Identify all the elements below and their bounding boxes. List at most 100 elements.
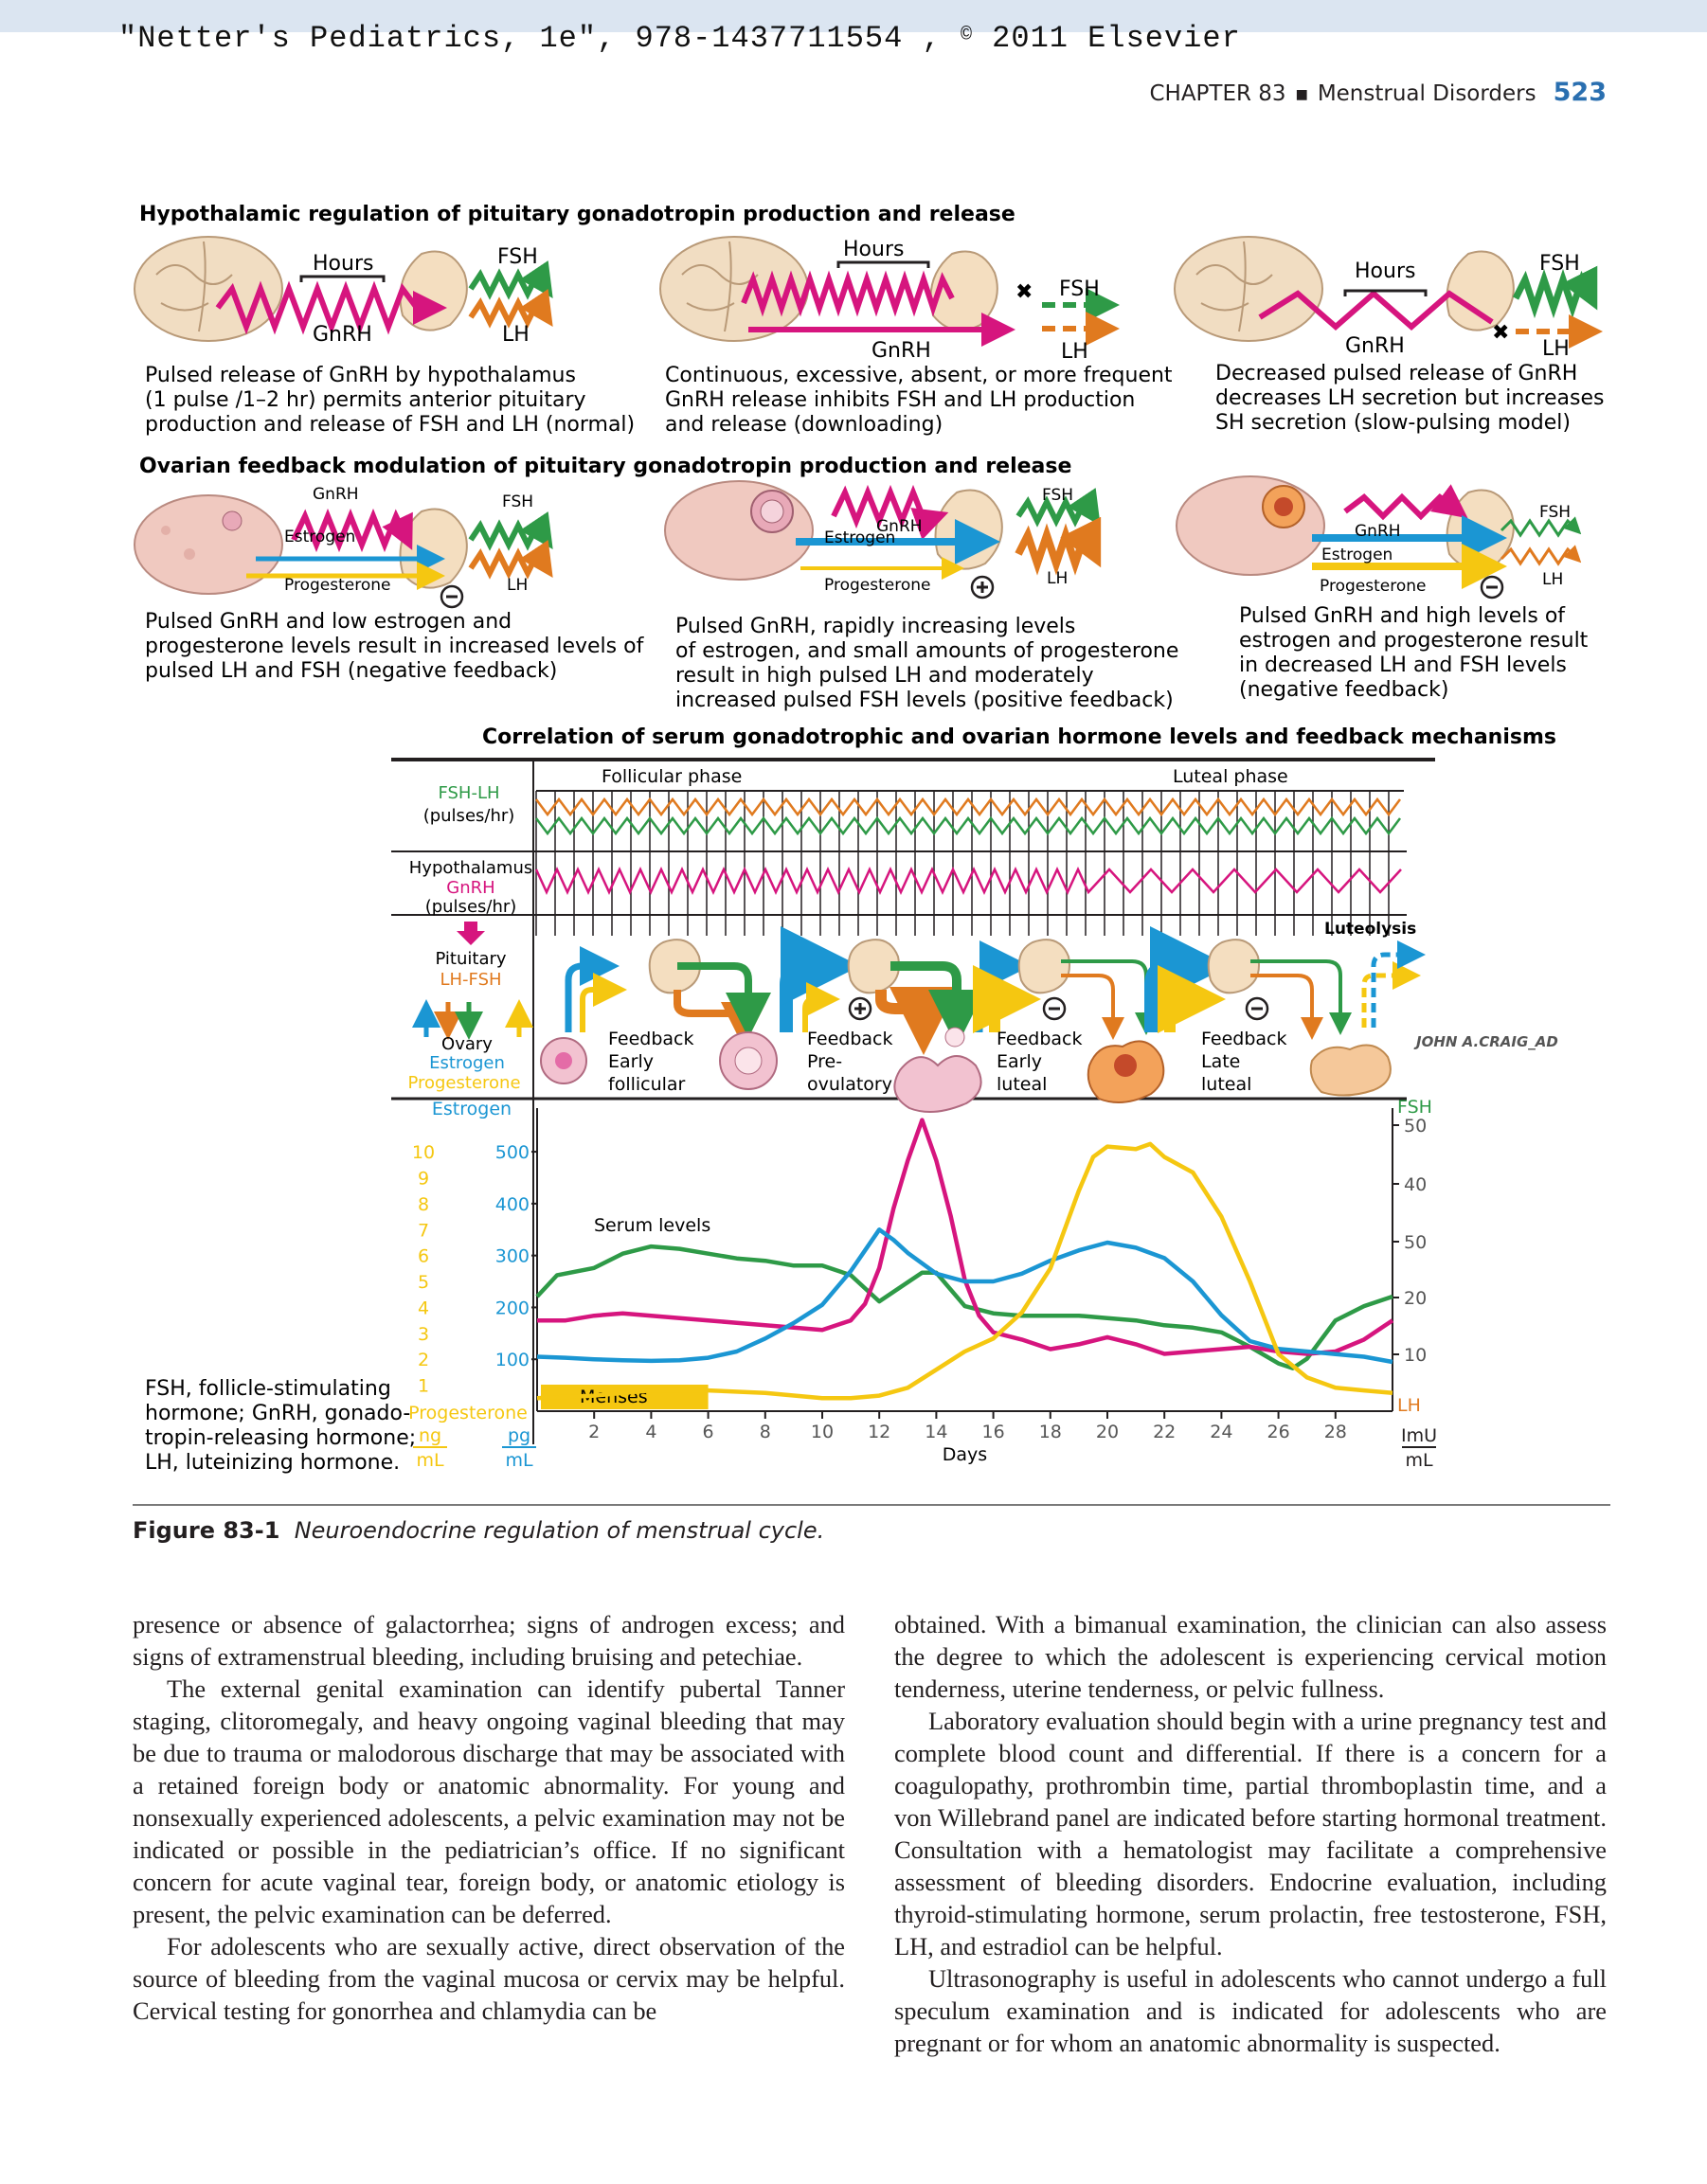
pituitary-illustration — [929, 250, 998, 331]
pituitary-illustration — [648, 939, 701, 994]
estrogen-axis-label: Estrogen — [432, 1099, 512, 1119]
estrogen-tick-label: 300 — [495, 1246, 530, 1267]
hypothalamus-row-label: Hypothalamus — [409, 858, 532, 878]
figure-caption-text: Neuroendocrine regulation of menstrual c… — [294, 1517, 825, 1544]
feedback-stage-label: Early — [608, 1051, 654, 1072]
lh-arrow — [468, 540, 553, 580]
x-tick-label: 14 — [925, 1422, 947, 1442]
panel-text-line: GnRH release inhibits FSH and LH product… — [665, 388, 1135, 412]
luteal-phase-label: Luteal phase — [1173, 766, 1288, 787]
pituitary-illustration — [1446, 250, 1515, 331]
regressing-corpus-luteum-illustration — [1309, 1044, 1392, 1097]
progesterone-tick-label: 6 — [418, 1246, 429, 1267]
progesterone-label: Progesterone — [1320, 577, 1426, 596]
x-tick-label: 22 — [1153, 1422, 1176, 1442]
estrogen-series-line — [536, 1227, 1393, 1365]
fsh-label: FSH — [1539, 503, 1571, 522]
top-banner — [0, 0, 1707, 32]
x-tick-label: 12 — [868, 1422, 890, 1442]
pituitary-illustration — [1017, 939, 1070, 994]
serum-levels-annotation: Serum levels — [594, 1215, 710, 1236]
panel-text-line: result in high pulsed LH and moderately — [675, 664, 1094, 688]
ovarian-panel-3: GnRH Estrogen Progesterone FSH LH Pulsed… — [1176, 475, 1589, 702]
gnrh-label: GnRH — [313, 485, 359, 504]
pituitary-illustration — [934, 489, 1003, 570]
estrogen-unit-numerator: pg — [508, 1425, 530, 1446]
estrogen-tick-label: 400 — [495, 1194, 530, 1215]
x-tick-label: 16 — [982, 1422, 1005, 1442]
inhibition-x-icon: ✖ — [1492, 321, 1509, 345]
panel-text-line: Pulsed GnRH and low estrogen and — [145, 610, 512, 634]
ovulating-follicle-illustration — [893, 1055, 982, 1113]
luteolysis-label: Luteolysis — [1324, 920, 1416, 939]
ovarian-section-title: Ovarian feedback modulation of pituitary… — [139, 455, 1071, 478]
feedback-stage-early-luteal: Feedback Early luteal — [973, 939, 1165, 1103]
body-paragraph: Ultrasonography is useful in adolescents… — [894, 1964, 1607, 2057]
fsh-series-line — [535, 1244, 1393, 1370]
feedback-stage-label: Late — [1201, 1051, 1240, 1072]
right-tick-label: 20 — [1404, 1288, 1427, 1309]
progesterone-tick-label: 9 — [418, 1168, 429, 1189]
fsh-increased-arrow — [1512, 265, 1598, 319]
ovary-illustration — [134, 494, 283, 595]
progesterone-label: Progesterone — [284, 576, 390, 595]
progesterone-tick-label: 7 — [418, 1220, 429, 1241]
figure-caption: Figure 83-1 Neuroendocrine regulation of… — [133, 1517, 824, 1544]
right-tick-label: 50 — [1404, 1232, 1427, 1253]
feedback-stage-label: luteal — [1201, 1074, 1251, 1095]
lh-decreased-arrow — [1500, 545, 1582, 566]
hours-label: Hours — [313, 252, 373, 276]
fsh-arrow — [468, 511, 553, 551]
x-tick-label: 10 — [811, 1422, 834, 1442]
gnrh-label: GnRH — [1355, 522, 1401, 541]
body-paragraph: presence or absence of galactorrhea; sig… — [133, 1610, 845, 1671]
feedback-stage-early-follicular: Feedback Early follicular — [540, 939, 778, 1095]
gnrh-arrow — [291, 508, 413, 553]
x-tick-label: 4 — [645, 1422, 656, 1442]
panel-text-line: (negative feedback) — [1239, 678, 1448, 702]
progesterone-series-line — [536, 1141, 1393, 1401]
panel-text-line: of estrogen, and small amounts of proges… — [675, 639, 1178, 663]
down-arrow-icon — [457, 922, 485, 945]
lh-label: LH — [1061, 340, 1088, 364]
feedback-stage-label: ovulatory — [807, 1074, 892, 1095]
gnrh-label: GnRH — [876, 517, 923, 536]
estrogen-label: Estrogen — [284, 528, 355, 546]
x-tick-label: 26 — [1267, 1422, 1290, 1442]
lh-axis-label: LH — [1397, 1395, 1421, 1416]
body-paragraph: obtained. With a bimanual examination, t… — [894, 1610, 1607, 1703]
figure-83-1: Hypothalamic regulation of pituitary gon… — [134, 203, 1604, 1475]
progesterone-tick-label: 1 — [418, 1376, 429, 1397]
hypothalamus-row-unit: (pulses/hr) — [425, 897, 517, 917]
panel-text-line: decreases LH secretion but increases — [1215, 386, 1604, 410]
feedback-stage-label: luteal — [997, 1074, 1047, 1095]
panel-text-line: Pulsed release of GnRH by hypothalamus — [145, 364, 576, 387]
panel-text-line: SH secretion (slow-pulsing model) — [1215, 411, 1571, 435]
bullet-square-icon: ■ — [1295, 86, 1308, 102]
panel-text-line: Decreased pulsed release of GnRH — [1215, 362, 1577, 385]
right-axis-unit-numerator: ImU — [1401, 1425, 1437, 1446]
pituitary-illustration — [1207, 939, 1260, 994]
lh-pulse-trace — [535, 797, 1401, 817]
progesterone-tick-label: 8 — [418, 1194, 429, 1215]
panel-text-line: pulsed LH and FSH (negative feedback) — [145, 659, 557, 683]
gnrh-arrow — [1343, 484, 1468, 521]
hours-label: Hours — [843, 238, 904, 261]
x-tick-label: 28 — [1324, 1422, 1347, 1442]
pituitary-illustration — [399, 250, 468, 331]
estrogen-tick-label: 200 — [495, 1298, 530, 1318]
lh-label: LH — [1047, 569, 1068, 588]
x-tick-label: 18 — [1039, 1422, 1062, 1442]
estrogen-row-label: Estrogen — [429, 1053, 505, 1073]
lh-arrow — [468, 289, 553, 329]
feedback-stage-preovulatory: Feedback Pre- ovulatory — [780, 926, 985, 1113]
lh-label: LH — [1542, 337, 1570, 361]
x-tick-label: 6 — [703, 1422, 714, 1442]
fsh-axis-label: FSH — [1397, 1097, 1432, 1118]
panel-text-line: in decreased LH and FSH levels — [1239, 653, 1567, 677]
feedback-label: Feedback — [997, 1029, 1082, 1049]
gnrh-label: GnRH — [871, 339, 931, 363]
gnrh-label: GnRH — [313, 323, 372, 347]
hypothalamic-panel-2: Hours GnRH ✖ FSH LH Continuous, excessiv… — [659, 236, 1173, 437]
right-tick-label: 10 — [1404, 1345, 1427, 1366]
